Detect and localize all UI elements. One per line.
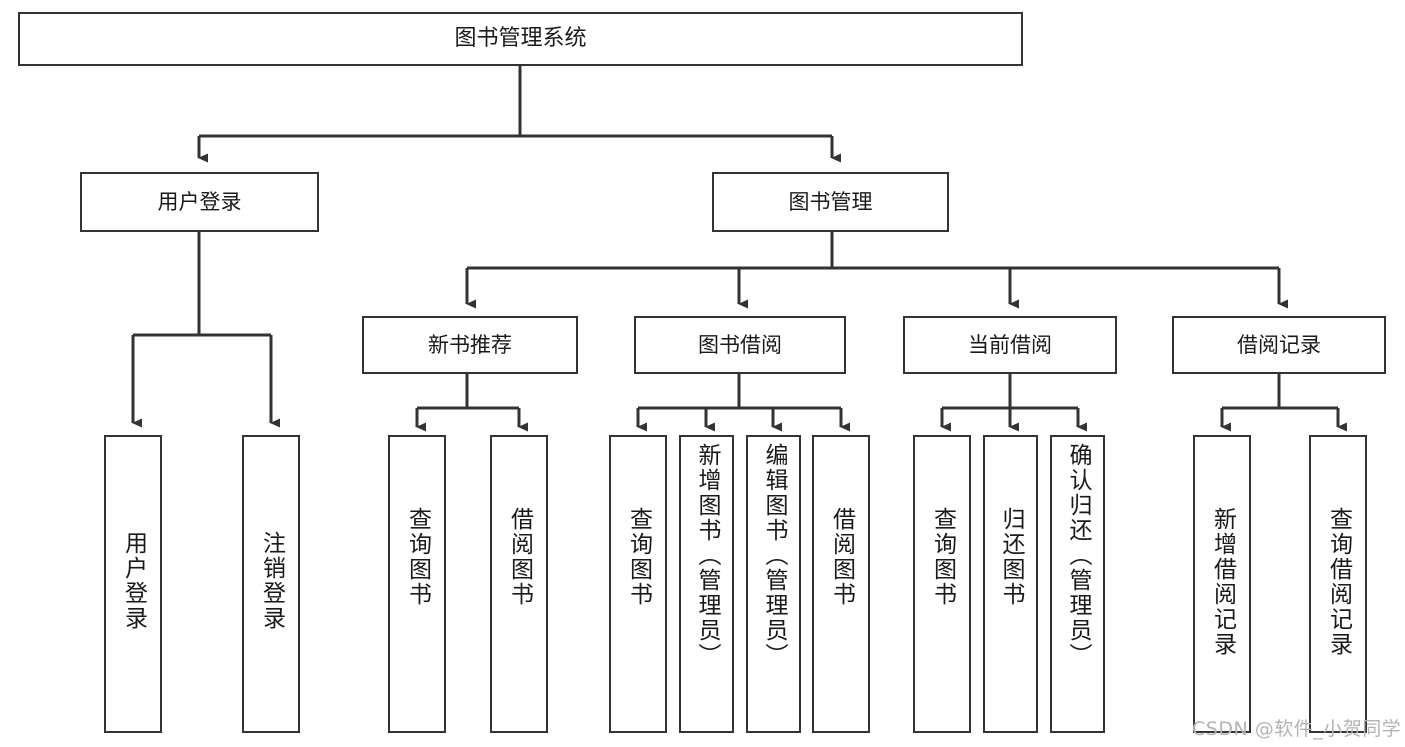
node-borrow-record-label: 借阅记录 — [1237, 332, 1321, 357]
node-root[interactable]: 图书管理系统 — [18, 12, 1023, 66]
node-leaf-user-login[interactable]: 用户登录 — [104, 435, 162, 733]
node-leaf-add-book-label: 新增图书（管理员） — [694, 443, 720, 668]
node-leaf-query-record[interactable]: 查询借阅记录 — [1309, 435, 1367, 733]
node-leaf-query-record-label: 查询借阅记录 — [1325, 507, 1352, 657]
node-user-login[interactable]: 用户登录 — [80, 172, 319, 232]
node-user-login-label: 用户登录 — [157, 189, 242, 214]
node-root-label: 图书管理系统 — [454, 26, 587, 52]
node-leaf-edit-book-label: 编辑图书（管理员） — [761, 443, 787, 668]
node-leaf-borrow-book-2[interactable]: 借阅图书 — [812, 435, 870, 733]
node-book-management[interactable]: 图书管理 — [712, 172, 949, 232]
node-current-borrow[interactable]: 当前借阅 — [903, 316, 1117, 374]
node-leaf-return-book-label: 归还图书 — [998, 507, 1024, 607]
node-leaf-confirm-return-label: 确认归还（管理员） — [1065, 443, 1091, 668]
node-borrow-record[interactable]: 借阅记录 — [1172, 316, 1386, 374]
node-leaf-edit-book[interactable]: 编辑图书（管理员） — [746, 435, 801, 733]
node-leaf-borrow-book-2-label: 借阅图书 — [828, 507, 855, 607]
node-leaf-borrow-book-1[interactable]: 借阅图书 — [490, 435, 548, 733]
node-leaf-confirm-return[interactable]: 确认归还（管理员） — [1050, 435, 1105, 733]
node-leaf-add-record[interactable]: 新增借阅记录 — [1193, 435, 1251, 733]
node-leaf-borrow-book-1-label: 借阅图书 — [506, 507, 533, 607]
node-leaf-query-book-2[interactable]: 查询图书 — [609, 435, 667, 733]
node-new-book-recommend[interactable]: 新书推荐 — [362, 316, 578, 374]
node-leaf-query-book-3-label: 查询图书 — [929, 507, 956, 607]
node-leaf-logout-login[interactable]: 注销登录 — [242, 435, 300, 733]
node-book-management-label: 图书管理 — [788, 189, 873, 214]
node-book-borrow[interactable]: 图书借阅 — [634, 316, 846, 374]
node-leaf-logout-login-label: 注销登录 — [258, 531, 285, 631]
node-leaf-query-book-1-label: 查询图书 — [404, 507, 431, 607]
node-book-borrow-label: 图书借阅 — [698, 332, 782, 357]
node-leaf-add-book[interactable]: 新增图书（管理员） — [679, 435, 734, 733]
watermark-text: CSDN @软件_小贺同学 — [1192, 718, 1402, 740]
node-leaf-return-book[interactable]: 归还图书 — [983, 435, 1038, 733]
node-leaf-user-login-label: 用户登录 — [120, 531, 147, 631]
node-leaf-query-book-1[interactable]: 查询图书 — [388, 435, 446, 733]
node-new-book-recommend-label: 新书推荐 — [428, 332, 512, 357]
node-leaf-query-book-2-label: 查询图书 — [625, 507, 652, 607]
node-leaf-query-book-3[interactable]: 查询图书 — [913, 435, 971, 733]
node-leaf-add-record-label: 新增借阅记录 — [1209, 507, 1236, 657]
node-current-borrow-label: 当前借阅 — [968, 332, 1052, 357]
